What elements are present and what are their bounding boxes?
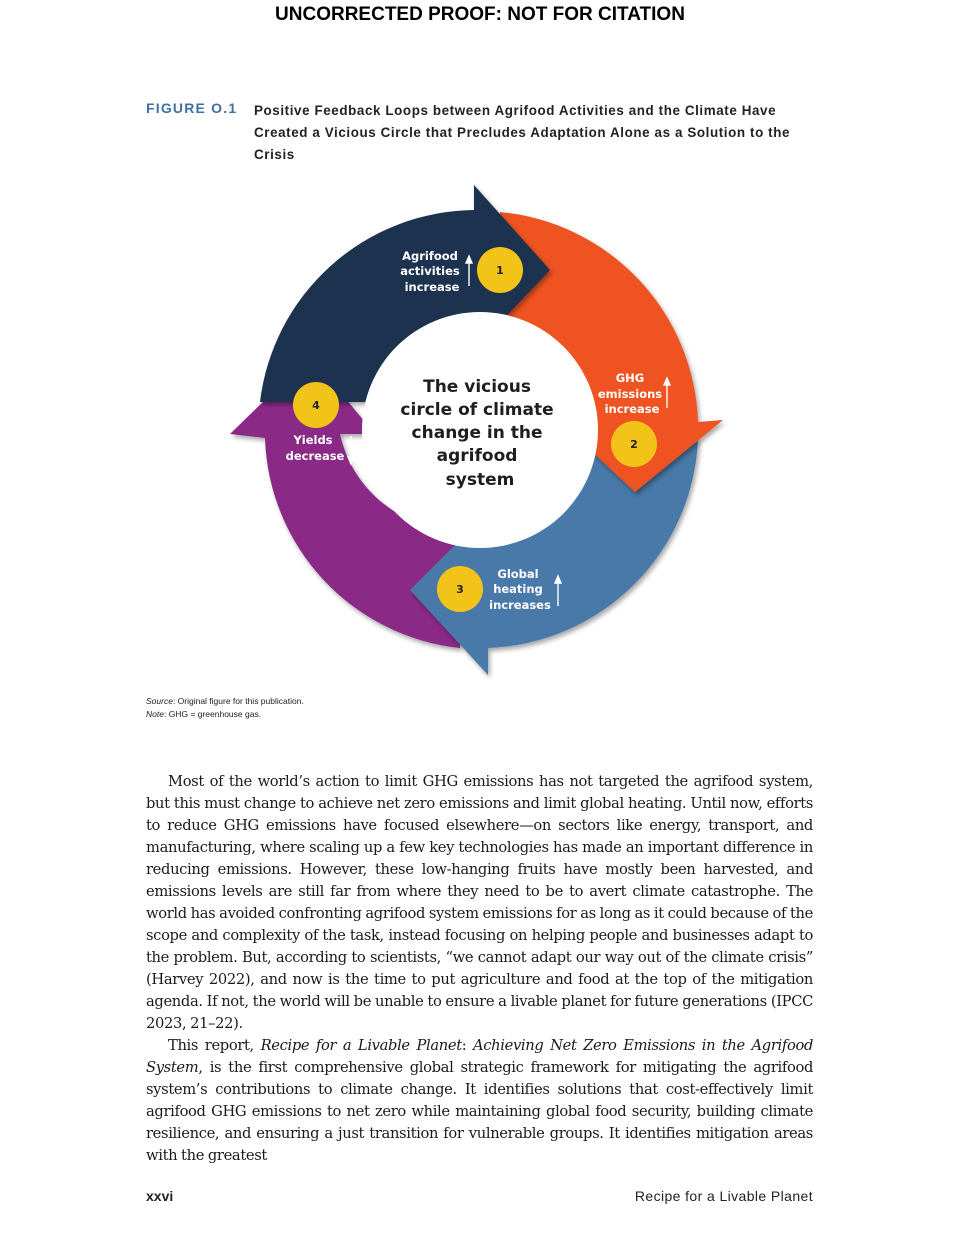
badge-4-number: 4 xyxy=(312,399,320,412)
paragraph-1: Most of the world’s action to limit GHG … xyxy=(146,773,813,1032)
center-label: The vicious circle of climate change in … xyxy=(400,377,559,490)
arrow-up-icon xyxy=(464,254,474,286)
badge-1 xyxy=(477,247,523,293)
center-disc xyxy=(362,312,598,548)
badge-3 xyxy=(437,566,483,612)
segment-2-label: GHG emissions increase xyxy=(598,371,666,416)
segment-3-arrow xyxy=(410,438,698,675)
body-text: Most of the world’s action to limit GHG … xyxy=(146,771,813,1167)
paragraph-2: This report, Recipe for a Livable Planet… xyxy=(146,1037,814,1164)
segment-1-label: Agrifood activities increase xyxy=(400,249,464,294)
badge-2 xyxy=(611,421,657,467)
running-footer-title: Recipe for a Livable Planet xyxy=(634,1188,813,1204)
segment-4-label: Yields decrease xyxy=(286,433,345,463)
page-number: xxvi xyxy=(146,1188,174,1204)
arrow-up-icon xyxy=(662,376,672,408)
source-line: Source: Original figure for this publica… xyxy=(146,696,304,706)
figure-source-note: Source: Original figure for this publica… xyxy=(146,695,546,721)
arrow-down-icon xyxy=(346,436,356,466)
note-line: Note: GHG = greenhouse gas. xyxy=(146,709,262,719)
badge-1-number: 1 xyxy=(496,264,504,277)
figure-title: Positive Feedback Loops between Agrifood… xyxy=(254,103,791,162)
badge-4 xyxy=(293,382,339,428)
vicious-circle-diagram: The vicious circle of climate change in … xyxy=(230,185,723,675)
badge-2-number: 2 xyxy=(630,438,638,451)
segment-2-arrow xyxy=(500,212,723,492)
figure-label: FIGURE O.1 xyxy=(146,100,238,116)
segment-1-arrow xyxy=(260,185,550,402)
arrow-up-icon xyxy=(553,574,563,606)
proof-notice: UNCORRECTED PROOF: NOT FOR CITATION xyxy=(275,4,685,25)
segment-3-label: Global heating increases xyxy=(489,567,551,612)
segment-4-arrow xyxy=(230,356,460,648)
badge-3-number: 3 xyxy=(456,583,464,596)
